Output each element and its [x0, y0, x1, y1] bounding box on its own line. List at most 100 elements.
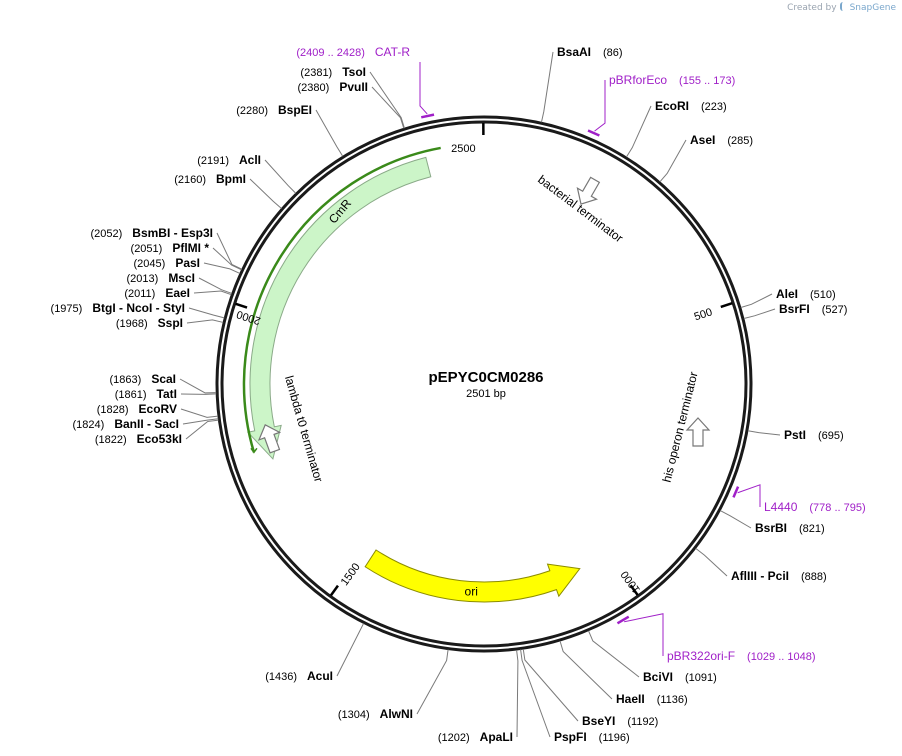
enzyme-leader-line	[516, 649, 519, 738]
enzyme-label: (2381)TsoI	[300, 65, 366, 79]
primer-label: L4440(778 .. 795)	[764, 500, 866, 514]
enzyme-leader-line	[416, 649, 449, 715]
enzyme-site-afliii-pcii[interactable]: AflIII - PciI(888)	[695, 547, 827, 583]
enzyme-site-scai[interactable]: (1863)ScaI	[110, 372, 217, 394]
enzyme-position: (2380)	[298, 82, 330, 94]
enzyme-position: (1091)	[685, 672, 717, 684]
enzyme-site-psti[interactable]: PstI(695)	[747, 428, 844, 442]
enzyme-name: EcoRV	[139, 402, 177, 416]
primer-pbrforeco[interactable]: pBRforEco(155 .. 173)	[587, 73, 735, 137]
enzyme-site-bsaai[interactable]: BsaAI(86)	[540, 45, 623, 123]
enzyme-site-sspi[interactable]: (1968)SspI	[116, 316, 224, 330]
primer-name: CAT-R	[375, 45, 410, 59]
enzyme-site-bsmbi-esp3i[interactable]: (2052) BsmBI - Esp3I	[91, 226, 243, 270]
primer-cat-r[interactable]: (2409 .. 2428)CAT-R	[296, 45, 435, 119]
primer-binding-bar	[420, 113, 435, 119]
enzyme-site-bspei[interactable]: (2280)BspEI	[236, 103, 344, 157]
enzyme-label: BsrBI(821)	[755, 521, 825, 535]
enzyme-site-pvuii[interactable]: (2380)PvuII	[298, 80, 405, 129]
feature-his-operon-terminator-arrow[interactable]	[685, 417, 711, 447]
enzyme-name: BspEI	[278, 103, 312, 117]
enzyme-site-bsrfi[interactable]: BsrFI(527)	[743, 302, 847, 320]
enzyme-site-msci[interactable]: (2013)MscI	[127, 271, 232, 294]
primer-pbr322ori-f[interactable]: pBR322ori-F(1029 .. 1048)	[616, 613, 816, 663]
enzyme-site-pasi[interactable]: (2045)PasI	[134, 256, 241, 274]
terminator-arrow-shape	[257, 424, 282, 454]
enzyme-site-tsoi[interactable]: (2381)TsoI	[300, 65, 405, 129]
enzyme-leader-line	[336, 623, 365, 677]
tick-label-1000: 1000	[619, 568, 643, 595]
enzyme-position: (285)	[727, 135, 753, 147]
tick-label-1500: 1500	[339, 561, 363, 588]
enzyme-position: (2381)	[300, 67, 332, 79]
enzyme-site-acli[interactable]: (2191)AclI	[197, 153, 297, 194]
enzyme-label: (1202)ApaLI	[438, 730, 513, 744]
enzyme-site-alei[interactable]: AleI(510)	[740, 287, 836, 308]
enzyme-label: (2051)PflMI *	[131, 241, 210, 255]
primer-binding-bar	[732, 486, 740, 498]
enzyme-site-alwni[interactable]: (1304)AlwNI	[338, 649, 449, 721]
enzyme-name: Eco53kI	[137, 432, 182, 446]
enzyme-site-banii-saci[interactable]: (1824)BanII - SacI	[73, 417, 219, 431]
enzyme-label: PspFI(1196)	[554, 730, 630, 744]
enzyme-site-asei[interactable]: AseI(285)	[659, 133, 753, 183]
enzyme-label: PstI(695)	[784, 428, 844, 442]
enzyme-leader-line	[559, 640, 613, 700]
enzyme-label: AflIII - PciI(888)	[731, 569, 827, 583]
enzyme-name: EcoRI	[655, 99, 689, 113]
enzyme-site-ecori[interactable]: EcoRI(223)	[625, 99, 727, 158]
enzyme-position: (2052)	[91, 228, 123, 240]
enzyme-leader-line	[522, 649, 579, 722]
enzyme-name: BsmBI - Esp3I	[132, 226, 213, 240]
primer-leader-line	[419, 62, 428, 115]
enzyme-site-haeii[interactable]: HaeII(1136)	[559, 640, 688, 706]
enzyme-leader-line	[740, 293, 773, 308]
enzyme-site-tati[interactable]: (1861)TatI	[115, 387, 217, 401]
primer-l4440[interactable]: L4440(778 .. 795)	[732, 484, 866, 514]
enzyme-site-pspfi[interactable]: PspFI(1196)	[520, 649, 630, 744]
enzyme-site-apali[interactable]: (1202)ApaLI	[438, 649, 519, 744]
backbone-inner-strand	[220, 120, 748, 648]
enzyme-site-pflmi[interactable]: (2051)PflMI *	[131, 241, 242, 271]
enzyme-site-acui[interactable]: (1436)AcuI	[265, 623, 365, 683]
enzyme-name: PasI	[175, 256, 200, 270]
feature-bacterial-terminator-arrow[interactable]	[571, 174, 604, 209]
enzyme-label: (1861)TatI	[115, 387, 177, 401]
enzyme-site-bseyi[interactable]: BseYI(1192)	[522, 649, 658, 728]
primer-binding-bar	[587, 129, 600, 137]
enzyme-label: (1822) Eco53kI	[95, 432, 182, 446]
enzyme-label: (1304)AlwNI	[338, 707, 413, 721]
enzyme-site-bcivi[interactable]: BciVI(1091)	[588, 630, 717, 684]
enzyme-site-bpmi[interactable]: (2160)BpmI	[174, 172, 282, 209]
enzyme-leader-line	[193, 290, 232, 296]
tick-label-2500: 2500	[451, 143, 475, 155]
feature-lambda-t0-terminator-arrow[interactable]	[255, 421, 285, 455]
enzyme-name: AclI	[239, 153, 261, 167]
enzyme-name: AlwNI	[380, 707, 413, 721]
enzyme-leader-line	[249, 178, 282, 209]
enzyme-label: BsaAI(86)	[557, 45, 623, 59]
enzyme-site-btgi-ncoi-styi[interactable]: (1975)BtgI - NcoI - StyI	[51, 301, 225, 319]
tick-label-500: 500	[693, 306, 714, 323]
primer-name: pBR322ori-F	[667, 649, 735, 663]
feature-label-lambda-t0-terminator: lambda t0 terminator	[282, 374, 326, 484]
enzyme-leader-line	[747, 430, 781, 436]
enzyme-site-eaei[interactable]: (2011)EaeI	[124, 286, 232, 300]
enzyme-site-eco53ki[interactable]: (1822) Eco53kI	[95, 419, 219, 446]
enzyme-name: SspI	[158, 316, 183, 330]
enzyme-leader-line	[188, 307, 225, 319]
enzyme-leader-line	[185, 419, 219, 440]
enzyme-name: BsaAI	[557, 45, 591, 59]
enzyme-leader-line	[179, 378, 217, 394]
enzyme-site-ecorv[interactable]: (1828)EcoRV	[97, 402, 218, 418]
enzyme-name: BtgI - NcoI - StyI	[92, 301, 185, 315]
enzyme-name: TatI	[157, 387, 177, 401]
enzyme-name: AcuI	[307, 669, 333, 683]
feature-label-ori: ori	[465, 585, 478, 599]
enzyme-position: (1822)	[95, 434, 127, 446]
feature-ori-arrow[interactable]	[364, 549, 581, 603]
enzyme-site-bsrbi[interactable]: BsrBI(821)	[720, 510, 825, 535]
enzyme-leader-line	[371, 86, 405, 129]
enzyme-leader-line	[540, 51, 554, 123]
